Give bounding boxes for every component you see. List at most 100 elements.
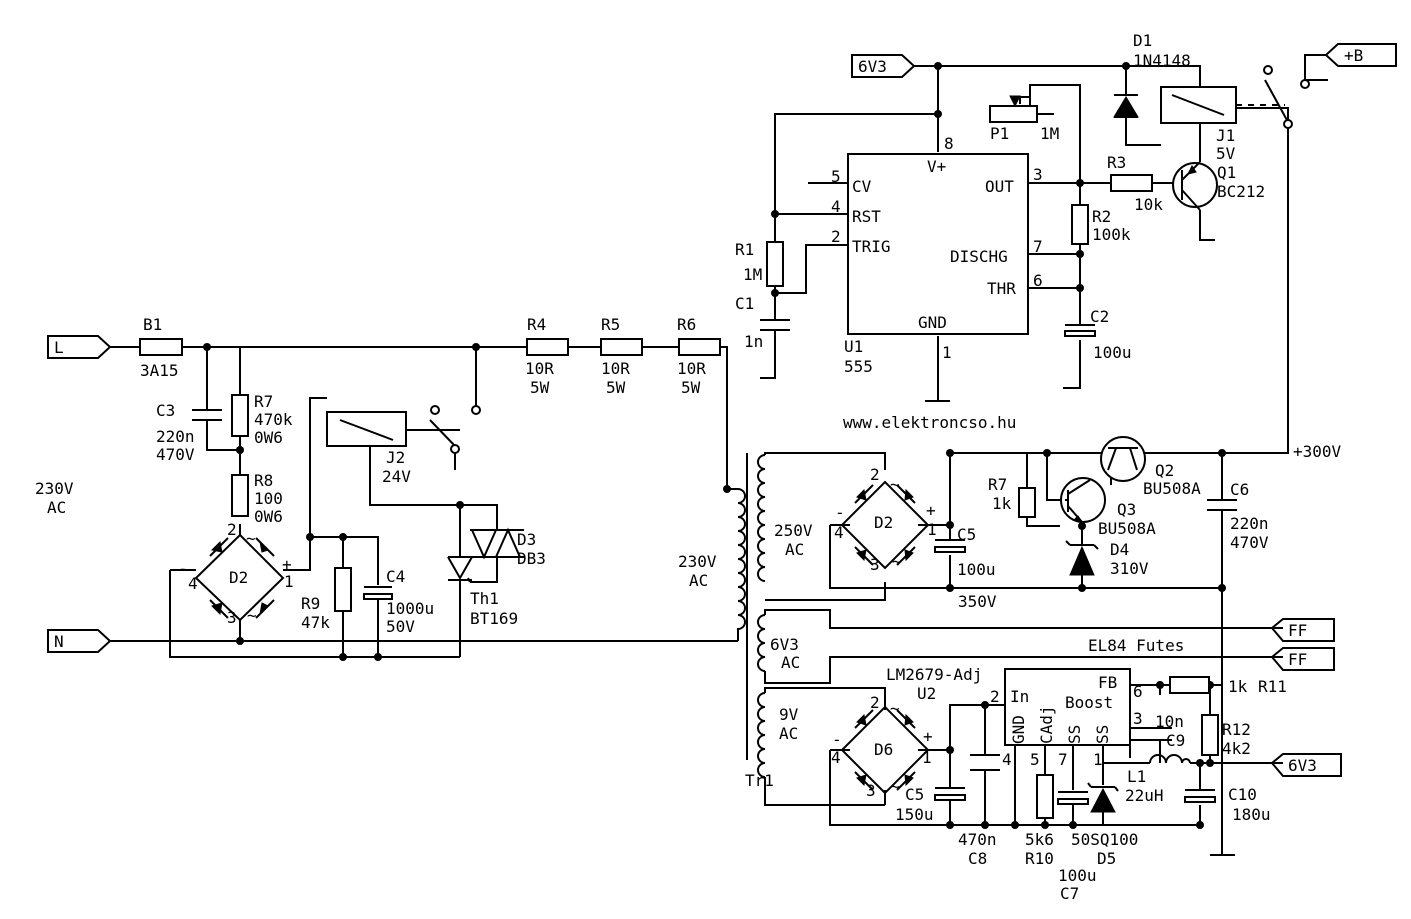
svg-text:R8: R8	[254, 471, 273, 490]
ic-u1-555: CV RST TRIG OUT DISCHG THR GND V+ 8 5 4 …	[831, 134, 1043, 376]
svg-text:180u: 180u	[1232, 805, 1271, 824]
schottky-diode-d5: 50SQ100 D5	[1071, 782, 1138, 868]
resistor-r9: R9 47k	[301, 567, 352, 632]
svg-text:J1: J1	[1216, 126, 1235, 145]
connector-6v3-top: 6V3	[851, 54, 916, 78]
svg-text:SS: SS	[1093, 725, 1112, 744]
svg-text:8: 8	[944, 134, 954, 153]
svg-text:LM2679-Adj: LM2679-Adj	[886, 665, 982, 684]
svg-text:1M: 1M	[1040, 124, 1059, 143]
svg-text:3: 3	[1133, 709, 1143, 728]
resistor-r10: 5k6 R10	[1025, 774, 1054, 868]
svg-text:C4: C4	[386, 567, 405, 586]
svg-text:U2: U2	[917, 684, 936, 703]
svg-text:~: ~	[892, 552, 902, 571]
svg-text:V+: V+	[927, 157, 946, 176]
svg-text:2: 2	[227, 520, 237, 539]
svg-text:R1: R1	[735, 240, 754, 259]
svg-text:D2: D2	[229, 568, 248, 587]
svg-text:Q1: Q1	[1217, 163, 1236, 182]
connector-N: N	[47, 629, 112, 653]
svg-text:470V: 470V	[156, 445, 195, 464]
svg-text:2: 2	[990, 687, 1000, 706]
svg-text:50V: 50V	[386, 617, 415, 636]
svg-text:SS: SS	[1065, 725, 1084, 744]
svg-text:Q2: Q2	[1155, 461, 1174, 480]
wires-input	[110, 346, 738, 658]
resistor-r2: R2 100k	[1071, 204, 1131, 245]
svg-text:+B: +B	[1344, 46, 1363, 65]
svg-text:0W6: 0W6	[254, 428, 283, 447]
svg-text:470n: 470n	[958, 830, 997, 849]
relay-j1: J1 5V	[1160, 60, 1328, 163]
svg-text:0W6: 0W6	[254, 507, 283, 526]
svg-text:C10: C10	[1228, 785, 1257, 804]
svg-text:50SQ100: 50SQ100	[1071, 830, 1138, 849]
svg-text:5V: 5V	[1216, 144, 1236, 163]
svg-text:BC212: BC212	[1217, 182, 1265, 201]
net-350v: 350V	[958, 592, 997, 611]
svg-text:RST: RST	[852, 207, 881, 226]
svg-text:+: +	[923, 727, 933, 746]
mains-label: 230V AC	[35, 479, 74, 517]
svg-text:310V: 310V	[1110, 559, 1149, 578]
svg-text:470k: 470k	[254, 410, 293, 429]
svg-text:4: 4	[831, 197, 841, 216]
svg-text:FB: FB	[1098, 673, 1117, 692]
svg-text:5k6: 5k6	[1025, 830, 1054, 849]
svg-text:BU508A: BU508A	[1143, 479, 1201, 498]
capacitor-c8: 470n C8	[958, 754, 1000, 868]
connector-ff-2: FF	[1269, 647, 1335, 671]
svg-text:R11: R11	[1258, 677, 1287, 696]
svg-text:C3: C3	[156, 401, 175, 420]
connector-6v3-out: 6V3	[1269, 753, 1342, 777]
resistor-r5: R5 10R 5W	[600, 315, 643, 397]
svg-text:5: 5	[1030, 750, 1040, 769]
svg-text:7: 7	[1033, 237, 1043, 256]
svg-text:R6: R6	[677, 315, 696, 334]
svg-text:R12: R12	[1222, 720, 1251, 739]
bridge-rectifier-d2-input: D2 2 ~ - 4 + 1 3 ~	[178, 520, 294, 627]
svg-text:-: -	[832, 730, 842, 749]
svg-text:P1: P1	[990, 124, 1009, 143]
ic-u2-lm2679: In Boost FB GND CAdj SS SS 2 4 5 7 1 6 3…	[886, 665, 1143, 769]
svg-text:~: ~	[890, 777, 900, 796]
svg-text:6: 6	[1033, 271, 1043, 290]
diac-d3: D3 DB3	[470, 527, 546, 568]
svg-text:GND: GND	[918, 313, 947, 332]
transistor-q3: Q3 BU508A	[1060, 477, 1156, 538]
svg-text:C2: C2	[1090, 307, 1109, 326]
svg-text:4k2: 4k2	[1222, 739, 1251, 758]
transformer-tr1: 230V AC Tr1 250V AC 6V3 AC 9V AC	[678, 453, 813, 790]
svg-text:DISCHG: DISCHG	[950, 247, 1008, 266]
bridge-rectifier-d6: D6 2 ~ - 4 + 1 3 ~	[831, 693, 933, 800]
resistor-r6: R6 10R 5W	[677, 315, 721, 397]
wire-b-plus	[1304, 54, 1326, 80]
svg-text:1k: 1k	[1228, 677, 1248, 696]
svg-text:~: ~	[890, 699, 900, 718]
capacitor-c10: C10 180u	[1184, 785, 1271, 824]
svg-text:100u: 100u	[957, 560, 996, 579]
svg-text:AC: AC	[689, 571, 708, 590]
svg-text:22uH: 22uH	[1125, 786, 1164, 805]
junction-dots-input	[203, 343, 731, 661]
svg-text:FF: FF	[1288, 621, 1307, 640]
svg-text:100: 100	[254, 489, 283, 508]
svg-text:-: -	[835, 503, 845, 522]
relay-j2: J2 24V	[326, 405, 481, 486]
capacitor-c1: C1 1n	[735, 294, 790, 351]
resistor-r7-input: R7 470k 0W6	[231, 392, 293, 447]
capacitor-c5-lv: C5 150u	[895, 785, 966, 824]
svg-text:3A15: 3A15	[140, 361, 179, 380]
svg-text:~: ~	[890, 475, 900, 494]
capacitor-c6: C6 220n 470V	[1207, 480, 1269, 552]
svg-text:4: 4	[834, 523, 844, 542]
svg-text:2: 2	[831, 227, 841, 246]
resistor-r7-hv: R7 1k	[988, 475, 1036, 518]
svg-text:+: +	[926, 501, 936, 520]
svg-text:100u: 100u	[1093, 343, 1132, 362]
svg-text:7: 7	[1058, 750, 1068, 769]
svg-text:-: -	[178, 559, 188, 578]
transistor-q2: Q2 BU508A	[1100, 436, 1201, 498]
svg-text:BT169: BT169	[470, 609, 518, 628]
